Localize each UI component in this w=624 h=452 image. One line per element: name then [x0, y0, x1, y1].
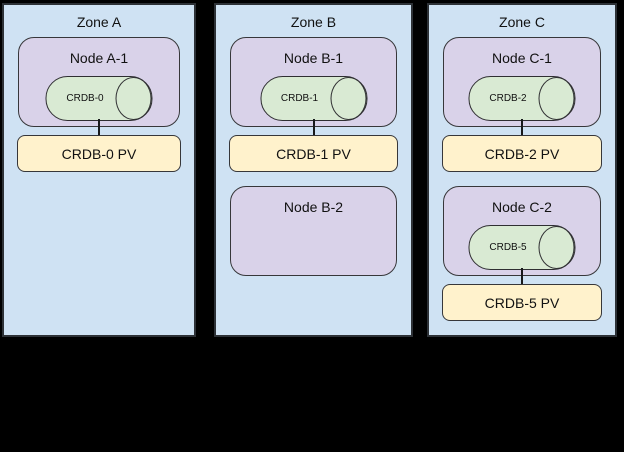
crdb-1-cylinder-label: CRDB-1	[280, 93, 319, 104]
connector-line	[98, 119, 100, 137]
crdb-5-pv-box: CRDB-5 PV	[442, 284, 602, 321]
cylinder-cap-ellipse	[538, 226, 575, 269]
crdb-1-cylinder: CRDB-1	[260, 76, 367, 121]
crdb-2-pv-label: CRDB-2 PV	[484, 145, 560, 162]
connector-line	[521, 119, 523, 137]
crdb-5-cylinder-label: CRDB-5	[489, 242, 527, 253]
crdb-5-pv-label: CRDB-5 PV	[484, 294, 560, 311]
zone-c-label: Zone C	[499, 14, 545, 30]
crdb-0-cylinder-label: CRDB-0	[66, 93, 104, 104]
node-c-2: Node C-2 CRDB-5	[443, 186, 601, 276]
cylinder-cap-ellipse	[538, 77, 575, 120]
cylinder-cap-ellipse	[115, 77, 152, 120]
cylinder-cap-ellipse	[330, 77, 366, 120]
zone-c: Zone C Node C-1 CRDB-2 CRDB-2 PV Node C-…	[427, 3, 617, 337]
node-a-1-label: Node A-1	[69, 50, 129, 66]
crdb-2-cylinder: CRDB-2	[468, 76, 576, 121]
connector-line	[312, 119, 315, 137]
zone-a: Zone A Node A-1 CRDB-0 CRDB-0 PV	[2, 3, 196, 337]
node-c-1: Node C-1 CRDB-2	[443, 37, 601, 127]
node-b-1: Node B-1 CRDB-1	[230, 37, 397, 127]
crdb-0-pv-box: CRDB-0 PV	[17, 135, 181, 172]
zone-b: Zone B Node B-1 CRDB-1 CRDB-1 PV Node B-…	[214, 3, 413, 337]
crdb-2-pv-box: CRDB-2 PV	[442, 135, 602, 172]
connector-line	[521, 268, 523, 286]
crdb-5-cylinder: CRDB-5	[468, 225, 576, 270]
node-a-1: Node A-1 CRDB-0	[18, 37, 180, 127]
crdb-0-pv-label: CRDB-0 PV	[61, 145, 137, 162]
zone-a-label: Zone A	[76, 14, 122, 30]
crdb-1-pv-box: CRDB-1 PV	[229, 135, 398, 172]
node-c-2-label: Node C-2	[492, 199, 552, 215]
crdb-1-pv-label: CRDB-1 PV	[276, 145, 351, 162]
zone-b-label: Zone B	[290, 14, 337, 30]
node-b-2-label: Node B-2	[283, 199, 344, 215]
node-b-2: Node B-2	[230, 186, 397, 276]
node-b-1-label: Node B-1	[283, 50, 344, 66]
crdb-2-cylinder-label: CRDB-2	[489, 93, 527, 104]
crdb-0-cylinder: CRDB-0	[45, 76, 153, 121]
node-c-1-label: Node C-1	[492, 50, 552, 66]
